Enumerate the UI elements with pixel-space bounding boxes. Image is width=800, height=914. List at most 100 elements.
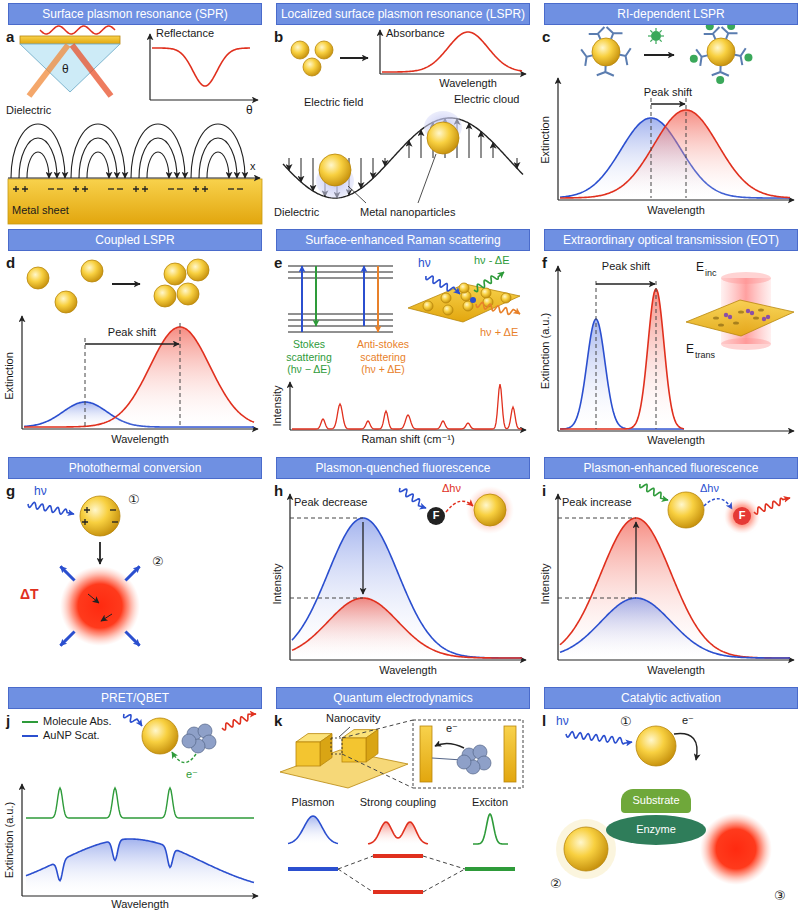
label-slot: e⁻ [186, 768, 198, 781]
minus-charge [108, 188, 114, 189]
label-slot: hν - ΔE [474, 254, 509, 267]
photon-arrow [476, 302, 520, 314]
annotation-label: Electric field [304, 96, 363, 108]
label-slot: Plasmon [292, 796, 335, 809]
gold-nanoparticle [459, 283, 469, 293]
plus-charge [73, 186, 79, 192]
field-symbol: E [686, 342, 694, 356]
annotation-label: Strong coupling [360, 796, 436, 808]
label-slot: Δhν [700, 482, 719, 495]
gold-nanoparticle [55, 291, 77, 313]
bound-molecule [706, 22, 714, 30]
minus-charge [57, 188, 63, 189]
plus-charge [193, 186, 199, 192]
y-axis [149, 34, 150, 100]
arrow [101, 614, 112, 621]
curve-fill [24, 327, 254, 427]
arrow [596, 283, 655, 284]
enzyme-shape: Enzyme [606, 815, 706, 845]
nanohole-array [686, 300, 794, 336]
arrow [517, 158, 518, 168]
x-axis [150, 99, 258, 100]
annotation-label: Dielectric [6, 104, 51, 116]
fluorophore-circle: F [427, 507, 445, 525]
label-slot: ③ [774, 888, 786, 904]
field-symbol: E [696, 260, 704, 274]
x-axis [290, 659, 526, 660]
axis-label: Absorbance [386, 27, 445, 39]
axis-label: Extinction (a.u.) [539, 313, 551, 389]
annotation-label: hν [418, 256, 431, 270]
label-slot: Dielectric [274, 206, 319, 219]
label-slot: E [696, 260, 704, 274]
antibody [607, 27, 623, 39]
bound-molecule [716, 76, 724, 84]
field-line [207, 152, 229, 178]
leader-line [339, 727, 350, 737]
y-axis [21, 316, 22, 429]
annotation-label: Nanocavity [326, 712, 380, 724]
reflected-beam [72, 45, 111, 96]
label-slot: Intensity [271, 386, 284, 427]
antibody [597, 66, 614, 76]
panel-header: Plasmon-quenched fluorescence [276, 457, 530, 479]
bound-molecule [744, 54, 752, 62]
curve-fill [560, 289, 684, 429]
antibody [712, 66, 729, 76]
curve-fill [560, 598, 790, 658]
annotation-label: Peak shift [602, 260, 650, 272]
axis-label: Intensity [271, 564, 283, 605]
annotation-label: e⁻ [682, 714, 694, 726]
annotation-label: Electric cloud [454, 93, 519, 105]
panel-illustration [22, 259, 258, 429]
axis-label: Raman shift (cm⁻¹) [361, 433, 454, 445]
axis-label: Intensity [539, 564, 551, 605]
panel-header: PRET/QBET [8, 687, 262, 709]
label-slot: l [542, 712, 546, 730]
photon-arrow [754, 498, 790, 514]
label-slot: a [6, 28, 14, 46]
node-text: PRET/QBET [101, 691, 169, 705]
panel-header: Surface-enhanced Raman scattering [276, 229, 530, 251]
arrow [289, 158, 290, 170]
gold-nanoparticle [291, 41, 309, 59]
cube-front [296, 742, 320, 766]
nanohole [738, 310, 744, 313]
gold-wall [504, 726, 516, 782]
panel-letter: l [542, 712, 546, 729]
arrow [88, 594, 99, 603]
spectrum-curve [26, 839, 254, 883]
protein-blob [182, 734, 196, 748]
antibody [620, 48, 631, 65]
label-slot: i [542, 482, 546, 500]
annotation-label: Metal nanoparticles [360, 206, 455, 218]
legend-text: AuNP Scat. [43, 729, 100, 741]
step-number: ① [620, 714, 632, 729]
panel-letter: h [274, 482, 283, 499]
label-slot: Stokes scattering (hν − ΔE) [278, 338, 340, 376]
guide-line [342, 754, 413, 788]
label-slot: hν [34, 484, 47, 498]
gold-nanoparticle [636, 726, 676, 766]
analyte-molecule [470, 297, 476, 303]
annotation-label: Peak decrease [294, 496, 367, 508]
arrow [644, 54, 674, 56]
panel-illustration [556, 726, 772, 885]
label-slot: ΔT [20, 586, 39, 603]
axis-label: Wavelength [439, 77, 497, 89]
arrow [125, 566, 139, 580]
guide-line [423, 869, 465, 892]
y-axis [289, 494, 290, 660]
annotation-label: Stokes scattering (hν − ΔE) [286, 338, 332, 375]
gold-nanoparticle [474, 494, 506, 526]
nanohole [733, 321, 739, 324]
arrow [361, 158, 362, 188]
label-slot: E [686, 342, 694, 356]
gold-nanoparticle [81, 260, 103, 282]
label-slot: Peak shift [108, 326, 156, 339]
arrow [340, 57, 368, 59]
arrow [635, 522, 636, 594]
light-beam [721, 272, 771, 284]
curve-fill [288, 816, 338, 844]
label-slot: Metal sheet [12, 204, 69, 217]
